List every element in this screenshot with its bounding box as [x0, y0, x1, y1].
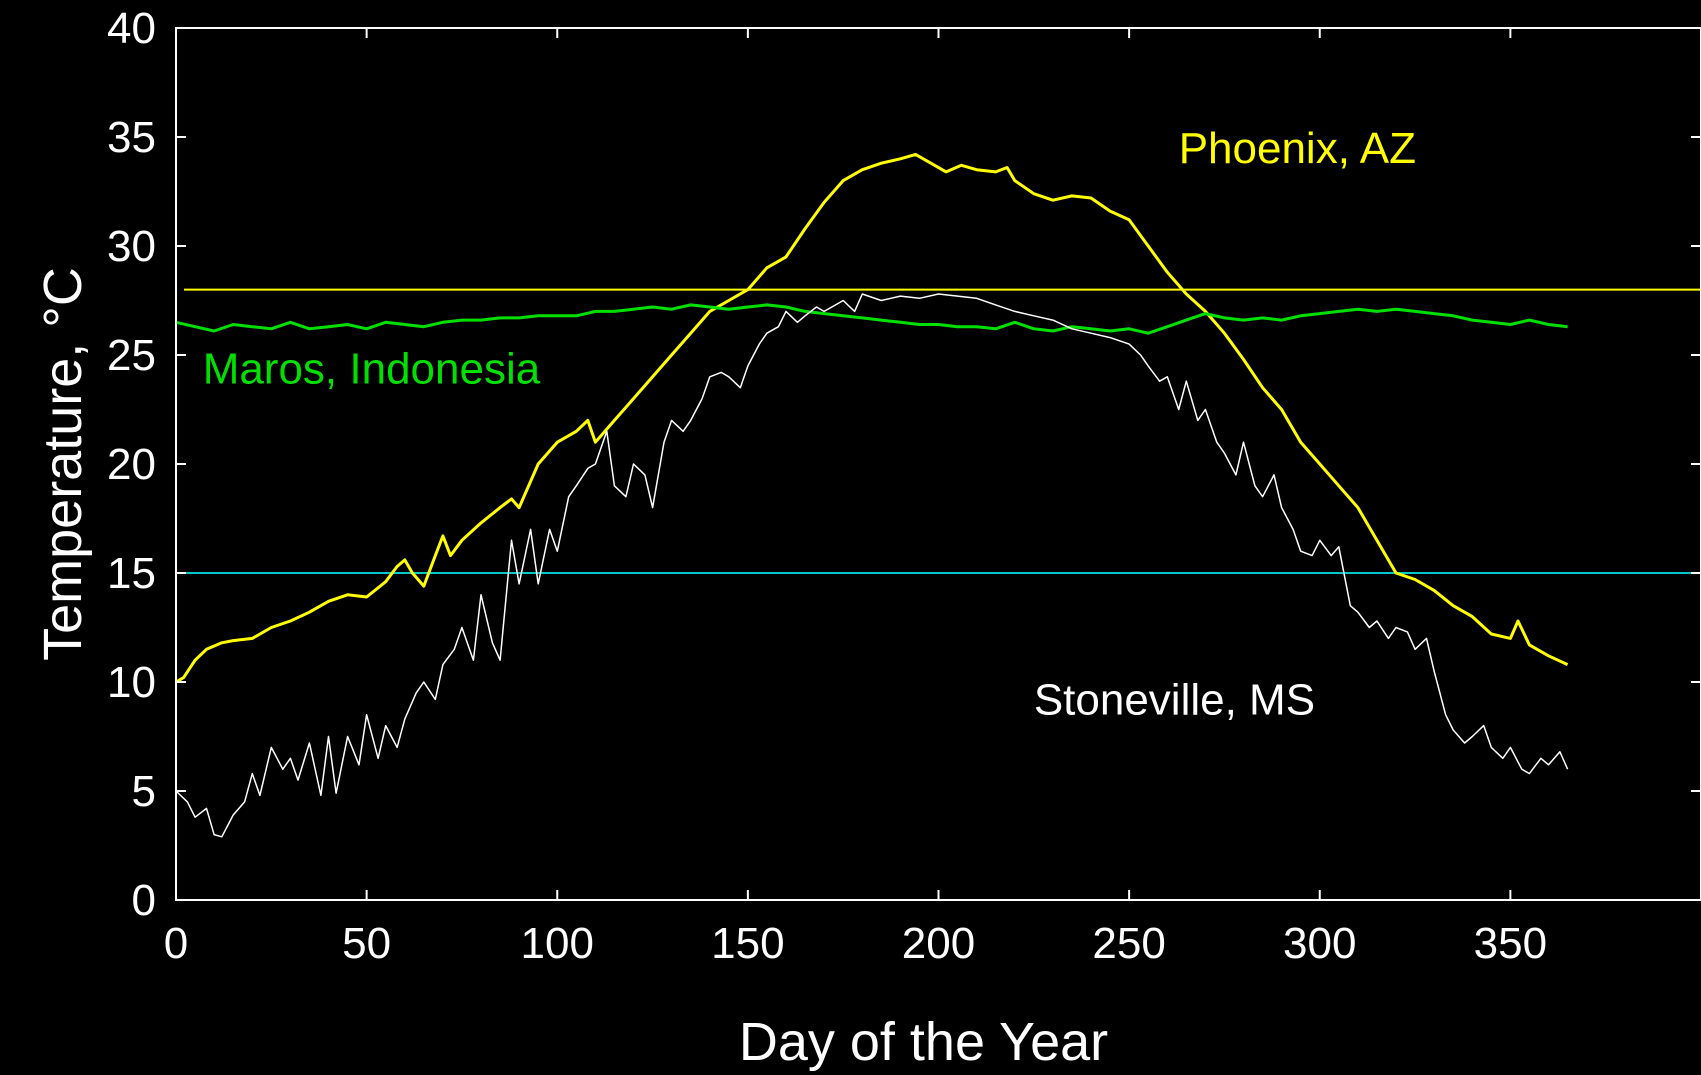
- y-axis-ticks: 0 5 10 15 20 25 30 35 40: [107, 4, 1701, 925]
- y-tick-label: 30: [107, 222, 156, 271]
- x-tick-label: 50: [342, 919, 391, 968]
- x-axis-ticks: 0 50 100 150 200 250 300 350: [164, 28, 1547, 968]
- x-axis-title: Day of the Year: [739, 1012, 1108, 1072]
- x-tick-label: 250: [1092, 919, 1165, 968]
- y-tick-label: 35: [107, 113, 156, 162]
- series-lines: [175, 152, 1569, 838]
- x-tick-label: 0: [164, 919, 188, 968]
- x-tick-label: 100: [521, 919, 594, 968]
- reference-lines: [184, 288, 1701, 574]
- series-line-stoneville-ms: [175, 293, 1569, 838]
- y-tick-label: 40: [107, 4, 156, 53]
- y-tick-label: 0: [132, 876, 156, 925]
- y-tick-label: 15: [107, 549, 156, 598]
- x-tick-label: 350: [1474, 919, 1547, 968]
- series-label: Phoenix, AZ: [1179, 124, 1416, 173]
- x-tick-label: 150: [711, 919, 784, 968]
- x-tick-label: 300: [1283, 919, 1356, 968]
- series-line-phoenix-az: [175, 152, 1569, 684]
- y-tick-label: 5: [132, 767, 156, 816]
- series-label: Maros, Indonesia: [203, 344, 541, 393]
- y-tick-label: 20: [107, 440, 156, 489]
- series-label: Stoneville, MS: [1034, 676, 1315, 725]
- series-line-maros-indonesia: [175, 303, 1568, 335]
- y-tick-label: 10: [107, 658, 156, 707]
- y-tick-label: 25: [107, 331, 156, 380]
- x-tick-label: 200: [902, 919, 975, 968]
- y-axis-title: Temperature, °C: [33, 267, 93, 661]
